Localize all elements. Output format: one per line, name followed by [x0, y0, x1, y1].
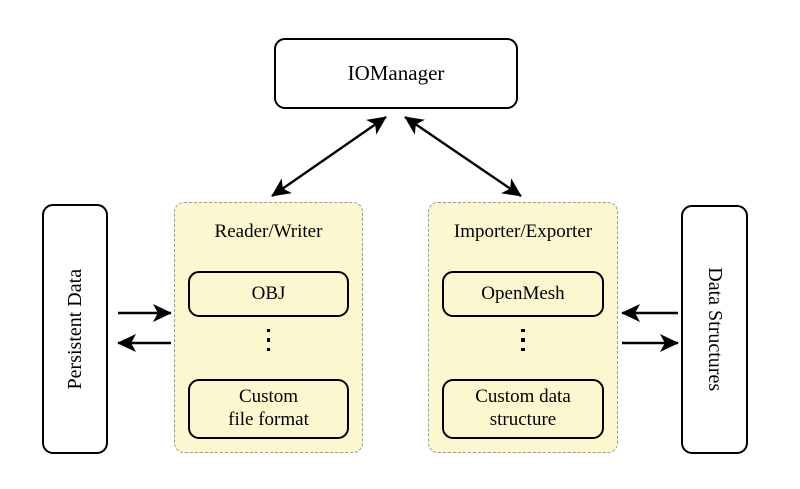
- connector-manager-reader-writer[interactable]: [271, 116, 387, 197]
- node-openmesh[interactable]: OpenMesh: [442, 271, 604, 317]
- node-persistent-data[interactable]: Persistent Data: [42, 204, 108, 454]
- group-importer-exporter-title: Importer/Exporter: [453, 221, 593, 242]
- group-reader-writer-title: Reader/Writer: [214, 221, 323, 242]
- node-iomanager-label: IOManager: [347, 60, 445, 85]
- node-data-structures-label: Data Structures: [703, 267, 726, 392]
- node-custom-file-format[interactable]: Custom file format: [188, 379, 349, 439]
- ellipsis-reader-writer: [175, 329, 362, 352]
- group-reader-writer[interactable]: Reader/Writer OBJ Custom file format: [174, 202, 363, 453]
- node-obj[interactable]: OBJ: [188, 271, 349, 317]
- connector-manager-importer-exporter[interactable]: [404, 116, 522, 197]
- ellipsis-importer-exporter: [429, 329, 617, 352]
- node-iomanager[interactable]: IOManager: [274, 38, 518, 109]
- node-data-structures[interactable]: Data Structures: [681, 205, 748, 454]
- group-importer-exporter[interactable]: Importer/Exporter OpenMesh Custom data s…: [428, 202, 618, 453]
- node-custom-data-structure[interactable]: Custom data structure: [442, 379, 604, 439]
- node-persistent-data-label: Persistent Data: [63, 268, 86, 390]
